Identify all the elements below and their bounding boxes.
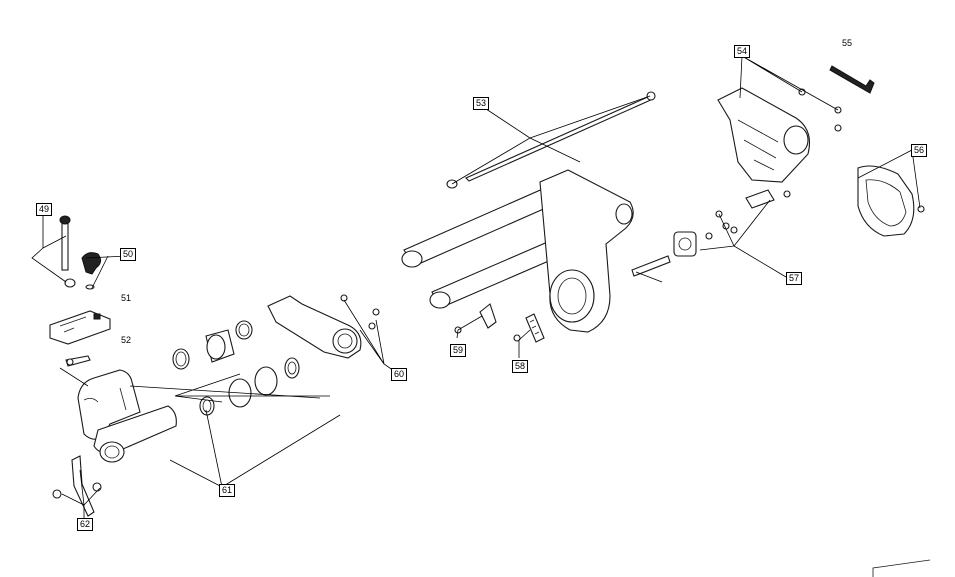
callout-52: 52 [121, 335, 132, 346]
main-arm-assembly [401, 169, 634, 333]
callout-53: 53 [473, 97, 489, 110]
part-56-cover [857, 165, 925, 237]
part-60-cover [267, 294, 380, 359]
part-59-clip [454, 303, 497, 334]
callout-58: 58 [512, 360, 528, 373]
callout-54: 54 [734, 45, 750, 58]
callout-62: 62 [77, 518, 93, 531]
callout-59: 59 [450, 344, 466, 357]
callout-55: 55 [842, 38, 853, 49]
part-54-housing [717, 87, 842, 183]
callout-60: 60 [391, 368, 407, 381]
callout-56: 56 [911, 144, 927, 157]
part-57-adjuster [631, 189, 791, 277]
callout-49: 49 [36, 203, 52, 216]
leader-lines [31, 55, 921, 520]
callout-61: 61 [219, 484, 235, 497]
frame-fragment [872, 559, 931, 577]
callout-50: 50 [120, 248, 136, 261]
part-52-lever [65, 355, 91, 367]
part-62-clamp [52, 455, 102, 517]
part-58-scale [513, 313, 545, 343]
bearings-and-rings [172, 320, 300, 416]
part-55-hex-key [829, 65, 875, 94]
callout-51: 51 [121, 293, 132, 304]
part-61-housing [77, 369, 177, 463]
part-51-plate [49, 310, 111, 345]
callout-57: 57 [786, 272, 802, 285]
part-49-screw [59, 215, 76, 288]
